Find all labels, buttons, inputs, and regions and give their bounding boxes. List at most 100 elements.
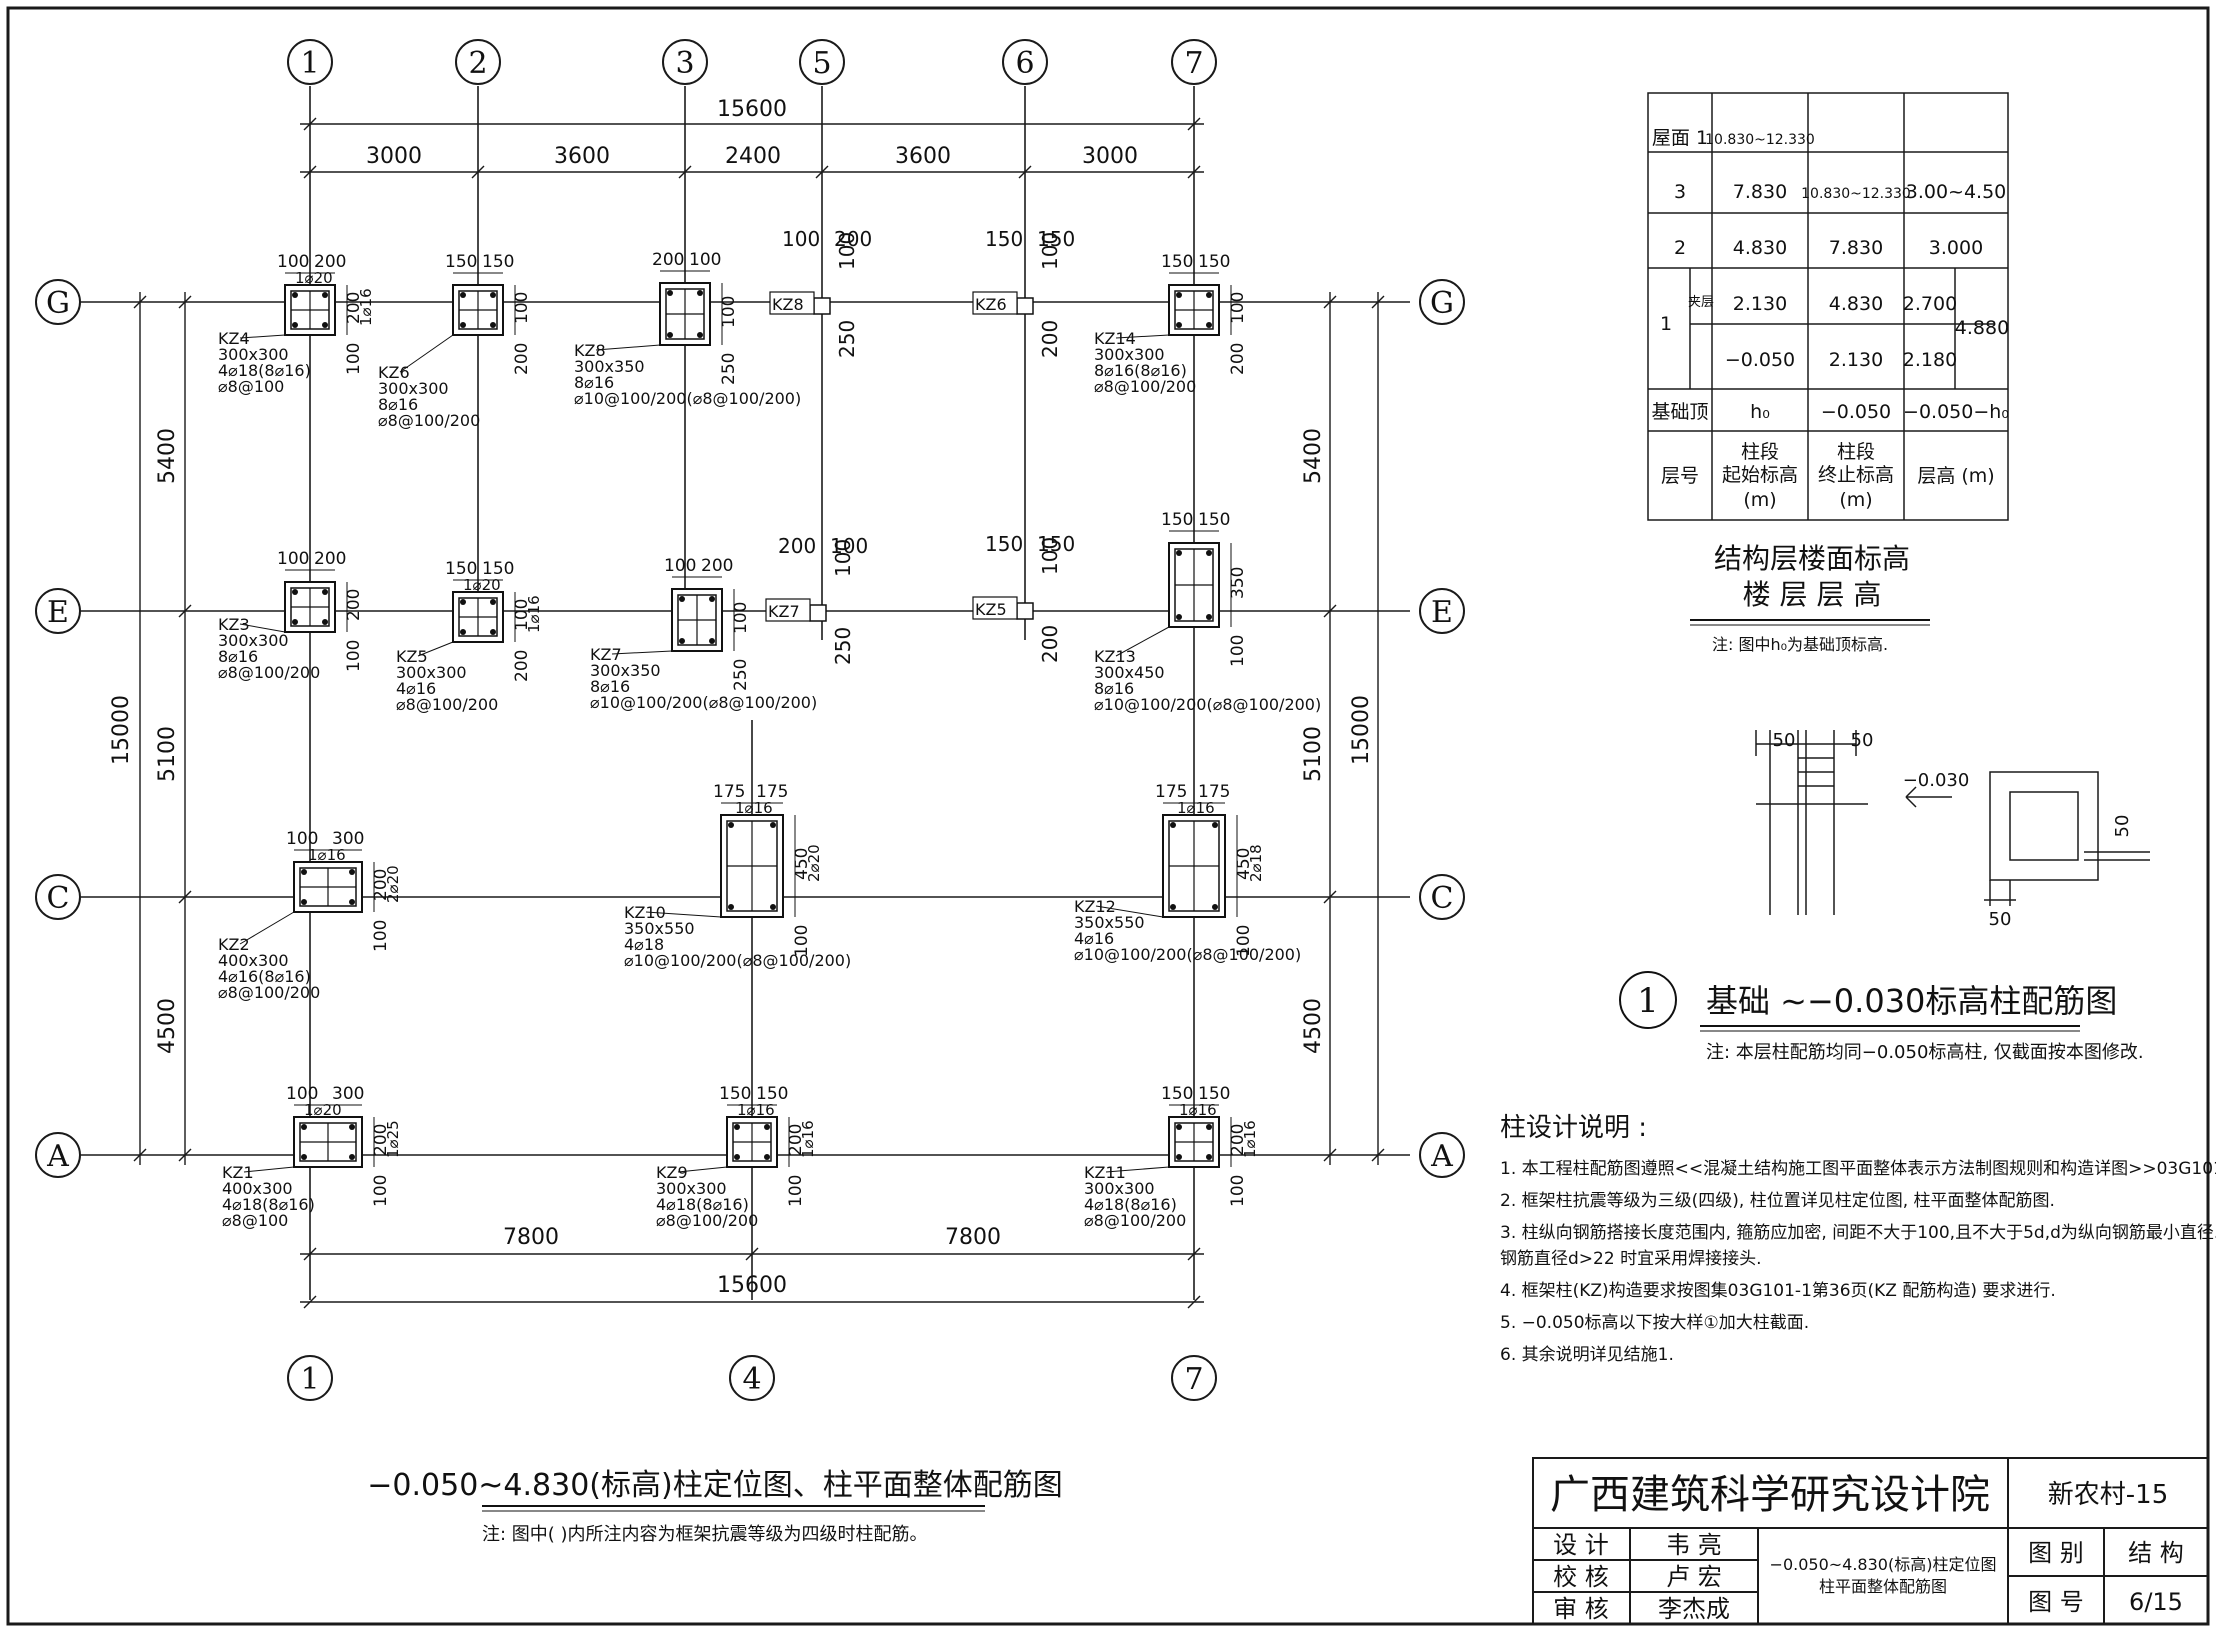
column-name: KZ7 <box>768 602 800 621</box>
column-dim-3: 100 <box>512 292 532 324</box>
table-caption-1: 结构层楼面标高 <box>1714 542 1910 575</box>
axis-label-left-A: A <box>46 1139 69 1174</box>
column-dim-1: 150 <box>985 227 1023 251</box>
dim-top-span-1: 3000 <box>366 144 422 169</box>
column-bars: 8⌀16 <box>218 647 258 666</box>
rebar-dot <box>764 1154 770 1160</box>
rebar-dot <box>1206 614 1212 620</box>
rebar-dot <box>770 822 776 828</box>
tbl-r1b-start: −0.050 <box>1725 349 1795 371</box>
column-stirrup-spec: ⌀8@100/200 <box>396 695 498 714</box>
sheet-border <box>6 6 2210 1626</box>
rebar-dot <box>1206 322 1212 328</box>
rebar-dot <box>1176 614 1182 620</box>
detail-number: 1 <box>1637 981 1659 1021</box>
rebar-dot <box>460 599 466 605</box>
dim-right-span-3: 4500 <box>1301 998 1326 1054</box>
axis-label-top-1: 1 <box>300 46 319 81</box>
dim-left-span-3: 4500 <box>155 998 180 1054</box>
project-name: 新农村-15 <box>2048 1480 2168 1510</box>
rebar-dot <box>667 290 673 296</box>
tbl-hd-start-2: 起始标高 <box>1722 464 1798 486</box>
rebar-dot <box>697 290 703 296</box>
tb-role-design: 设 计 <box>1553 1531 1609 1559</box>
column-dim-1: 100 <box>277 252 309 272</box>
tbl-r3-floor: 3 <box>1674 181 1686 203</box>
column-name: KZ10 <box>624 903 666 922</box>
rebar-dot <box>1176 292 1182 298</box>
tbl-roof-start: 10.830~12.330 <box>1705 132 1815 148</box>
detail-number-circle <box>1619 971 1677 1029</box>
column-leader <box>239 911 295 945</box>
column-dim-3: 450 <box>792 848 812 880</box>
column-dim-2: 150 <box>482 252 514 272</box>
column-corner-bar: 1⌀16 <box>1179 1101 1217 1119</box>
rebar-dot <box>728 904 734 910</box>
column-dim-1: 100 <box>286 829 318 849</box>
column-dim-3: 100 <box>1228 292 1248 324</box>
column-dim-4: 100 <box>1234 925 1254 957</box>
column-dim-3: 200 <box>344 292 364 324</box>
dim-right-total: 15000 <box>1349 695 1374 765</box>
plan-title: −0.050~4.830(标高)柱定位图、柱平面整体配筋图 <box>367 1468 1062 1503</box>
tbl-r1-mezz: 夹层 <box>1688 295 1714 310</box>
tb-role-review: 审 核 <box>1553 1595 1609 1623</box>
column-kz4 <box>239 272 348 339</box>
rebar-dot <box>728 822 734 828</box>
tb-category-value: 结 构 <box>2128 1539 2184 1567</box>
detail-section <box>1755 730 2150 915</box>
column-dim-2: 150 <box>482 559 514 579</box>
column-size: 400x300 <box>222 1179 293 1198</box>
rebar-dot <box>322 292 328 298</box>
column-name: KZ11 <box>1084 1163 1126 1182</box>
column-kz12 <box>1095 802 1238 918</box>
rebar-dot <box>1176 1154 1182 1160</box>
tb-drawing-name-2: 柱平面整体配筋图 <box>1819 1577 1947 1596</box>
column-outline <box>1016 297 1034 315</box>
level-table <box>1647 92 2009 521</box>
tbl-hd-start-1: 柱段 <box>1741 441 1779 463</box>
rebar-dot <box>1170 822 1176 828</box>
column-dim-4: 100 <box>371 920 391 952</box>
rebar-dot <box>1176 1124 1182 1130</box>
column-bars: 8⌀16 <box>1094 679 1134 698</box>
rebar-dot <box>734 1124 740 1130</box>
column-bars: 4⌀18(8⌀16) <box>1084 1195 1177 1214</box>
rebar-dot <box>349 869 355 875</box>
table-note: 注: 图中h₀为基础顶标高. <box>1712 635 1888 654</box>
tbl-r2-start: 4.830 <box>1733 237 1787 259</box>
column-dim-2: 175 <box>756 782 788 802</box>
column-name: KZ14 <box>1094 329 1136 348</box>
column-size: 300x450 <box>1094 663 1165 682</box>
column-top-bar: 1⌀16 <box>308 846 346 864</box>
note-item-5: 5. −0.050标高以下按大样①加大柱截面. <box>1500 1313 1809 1333</box>
dim-left-span-1: 5400 <box>155 428 180 484</box>
rebar-dot <box>292 589 298 595</box>
dim-bottom-span-1: 7800 <box>503 1225 559 1250</box>
axis-label-left-E: E <box>47 595 69 630</box>
column-dim-1: 200 <box>778 534 816 558</box>
column-name: KZ13 <box>1094 647 1136 666</box>
rebar-dot <box>460 629 466 635</box>
axis-bubbles <box>35 39 1465 1401</box>
column-name: KZ7 <box>590 645 622 664</box>
axis-label-top-5: 5 <box>812 46 831 81</box>
column-side-bar: 1⌀16 <box>525 595 543 633</box>
rebar-dot <box>490 292 496 298</box>
column-dim-1: 175 <box>1155 782 1187 802</box>
rebar-dot <box>301 869 307 875</box>
rebar-dot <box>292 619 298 625</box>
column-size: 300x300 <box>1094 345 1165 364</box>
column-size: 300x300 <box>218 631 289 650</box>
dimension-lines <box>133 117 1385 1309</box>
column-name: KZ6 <box>975 295 1007 314</box>
column-dim-1: 150 <box>985 532 1023 556</box>
column-leader <box>243 1166 295 1173</box>
column-dim-4: 100 <box>371 1175 391 1207</box>
column-kz8s <box>769 291 831 315</box>
column-bars: 4⌀18 <box>624 935 664 954</box>
column-outline <box>809 604 827 622</box>
column-size: 400x300 <box>218 951 289 970</box>
column-side-bar: 1⌀25 <box>384 1120 402 1158</box>
